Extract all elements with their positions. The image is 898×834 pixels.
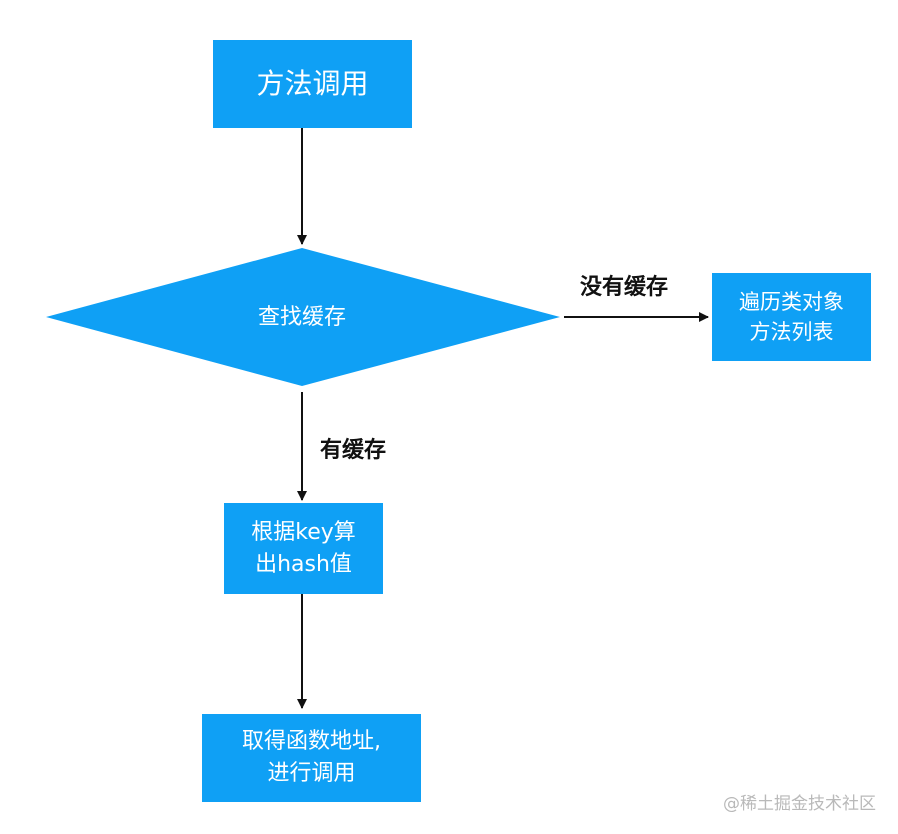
decision-diamond: [46, 248, 560, 386]
start-node-label: 方法调用: [256, 66, 369, 100]
edge-label-no-cache: 没有缓存: [580, 275, 669, 300]
decision-node-label-box: 查找缓存: [200, 300, 404, 336]
no-cache-action-label: 遍历类对象 方法列表: [739, 289, 844, 344]
edge-label-has-cache: 有缓存: [320, 438, 387, 463]
call-node-label: 取得函数地址, 进行调用: [242, 729, 381, 786]
call-node: 取得函数地址, 进行调用: [202, 714, 421, 802]
hash-node-label: 根据key算 出hash值: [251, 519, 356, 577]
hash-node: 根据key算 出hash值: [224, 503, 383, 594]
no-cache-action-node: 遍历类对象 方法列表: [712, 273, 871, 361]
decision-node-label: 查找缓存: [257, 305, 346, 331]
watermark: @稀土掘金技术社区: [723, 794, 876, 814]
start-node: 方法调用: [213, 40, 412, 128]
